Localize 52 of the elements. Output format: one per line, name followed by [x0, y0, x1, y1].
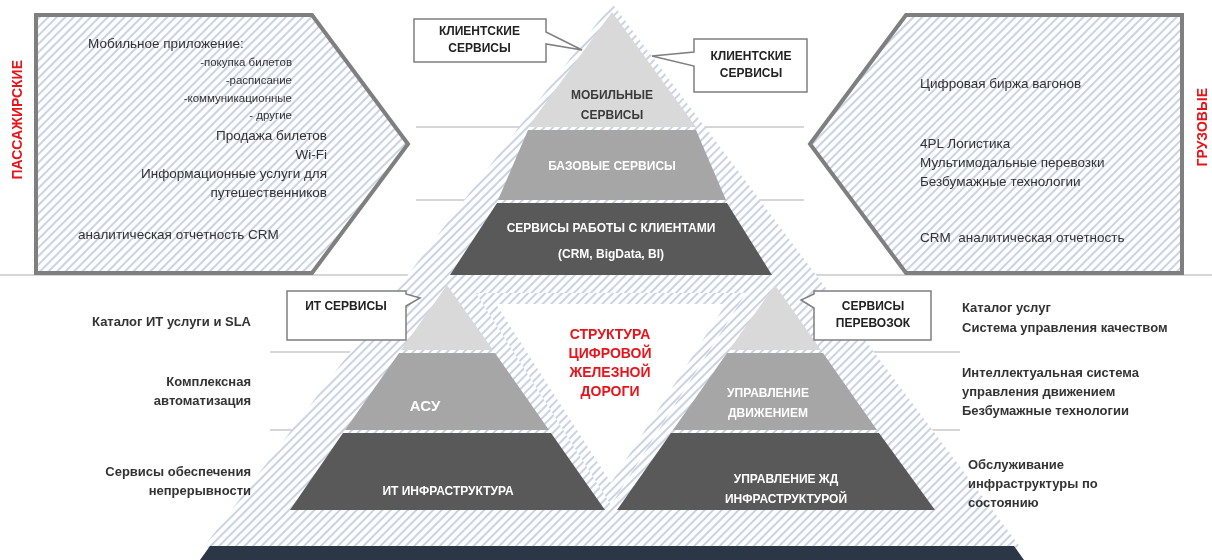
pentagon-arrow-panel [806, 13, 1184, 277]
pyramid-tier [673, 353, 877, 430]
service-text: Продажа билетов [215, 127, 327, 145]
tier-label: УПРАВЛЕНИЕ ДВИЖЕНИЕМ [726, 385, 810, 422]
side-note: Сервисы обеспечения непрерывности [104, 463, 251, 500]
side-note: Интеллектуальная система управления движением [962, 364, 1140, 401]
service-text: -расписание [225, 73, 292, 88]
tier-label: ИТ ИНФРАСТРУКТУРА [381, 483, 515, 500]
callout-label: ИТ СЕРВИСЫ [304, 298, 388, 315]
service-text: Wi-Fi [295, 146, 327, 164]
pyramid-tier [401, 285, 493, 350]
callout-label: КЛИЕНТСКИЕ СЕРВИСЫ [709, 48, 793, 82]
callout-box [413, 18, 585, 64]
side-note: Каталог ИТ услуги и SLA [92, 313, 251, 331]
callout-box [286, 290, 422, 342]
service-text: CRM аналитическая отчетность [920, 229, 1125, 247]
service-text: Информационные услуги для путешественников [140, 165, 327, 202]
side-note: Обслуживание инфраструктуры по состоянию [968, 456, 1099, 512]
pyramid-tier [528, 12, 696, 127]
pyramid-tier [450, 203, 772, 275]
side-note: Система управления качеством [962, 319, 1168, 337]
base-bar [200, 546, 1024, 560]
pyramid-tier [345, 353, 549, 430]
tier-label: МОБИЛЬНЫЕ СЕРВИСЫ [569, 87, 654, 124]
pyramid-tier [290, 433, 605, 510]
tier-label: АСУ [408, 396, 442, 416]
category-label: ГРУЗОВЫЕ [1193, 88, 1211, 167]
pyramid-tier [729, 285, 821, 350]
callout-label: КЛИЕНТСКИЕ СЕРВИСЫ [438, 23, 521, 57]
tier-label: СЕРВИСЫ РАБОТЫ С КЛИЕНТАМИ [505, 220, 717, 237]
service-text: - другие [249, 108, 292, 123]
service-text: -покупка билетов [200, 55, 292, 70]
pyramid-tier [617, 433, 935, 510]
side-note: Безбумажные технологии [962, 402, 1129, 420]
service-text: Безбумажные технологии [920, 173, 1081, 191]
tier-label: (CRM, BigData, BI) [557, 246, 665, 263]
category-label: ПАССАЖИРСКИЕ [8, 60, 26, 180]
callout-label: СЕРВИСЫ ПЕРЕВОЗОК [834, 298, 912, 332]
tier-label: УПРАВЛЕНИЕ ЖД ИНФРАСТРУКТУРОЙ [723, 471, 849, 508]
service-text: 4PL Логистика [920, 135, 1011, 153]
title-text: СТРУКТУРА ЦИФРОВОЙ ЖЕЛЕЗНОЙ ДОРОГИ [567, 325, 653, 401]
service-text: -коммуникационные [183, 91, 292, 106]
service-text: Мультимодальные перевозки [920, 154, 1105, 172]
side-note: Комплексная автоматизация [152, 373, 251, 410]
pyramid-tier [498, 130, 726, 200]
service-text: Цифровая биржа вагонов [920, 75, 1082, 93]
tier-label: БАЗОВЫЕ СЕРВИСЫ [547, 158, 677, 175]
service-text: аналитическая отчетность CRM [78, 226, 279, 244]
service-text: Мобильное приложение: [88, 35, 244, 53]
callout-box [800, 290, 934, 342]
pentagon-arrow-panel [34, 13, 412, 277]
side-note: Каталог услуг [962, 299, 1051, 317]
